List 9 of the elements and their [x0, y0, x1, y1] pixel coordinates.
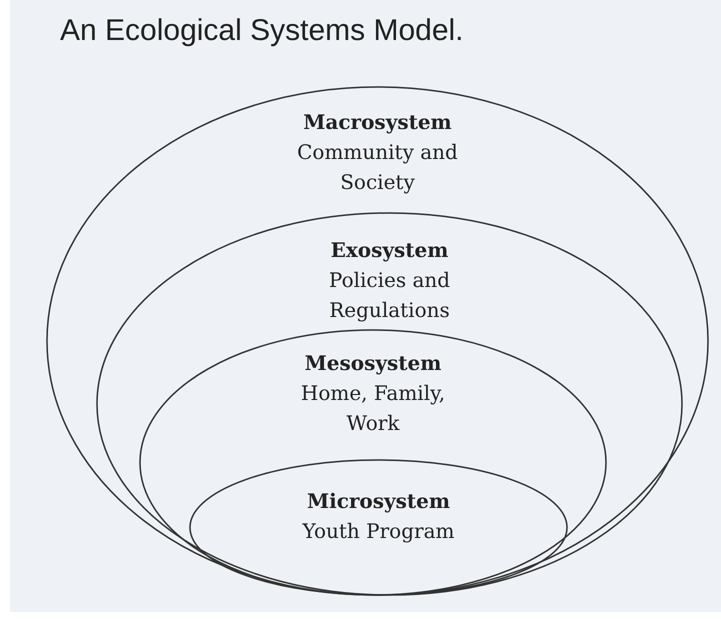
system-heading: Exosystem	[330, 237, 448, 264]
system-description: Policies and Regulations	[328, 267, 452, 324]
system-heading: Macrosystem	[303, 109, 452, 136]
system-description: Community and Society	[296, 139, 459, 196]
system-description: Youth Program	[301, 518, 456, 545]
system-description: Home, Family, Work	[300, 380, 446, 437]
system-heading: Microsystem	[306, 488, 450, 515]
diagram-title: An Ecological Systems Model.	[60, 14, 464, 48]
system-heading: Mesosystem	[304, 350, 442, 377]
